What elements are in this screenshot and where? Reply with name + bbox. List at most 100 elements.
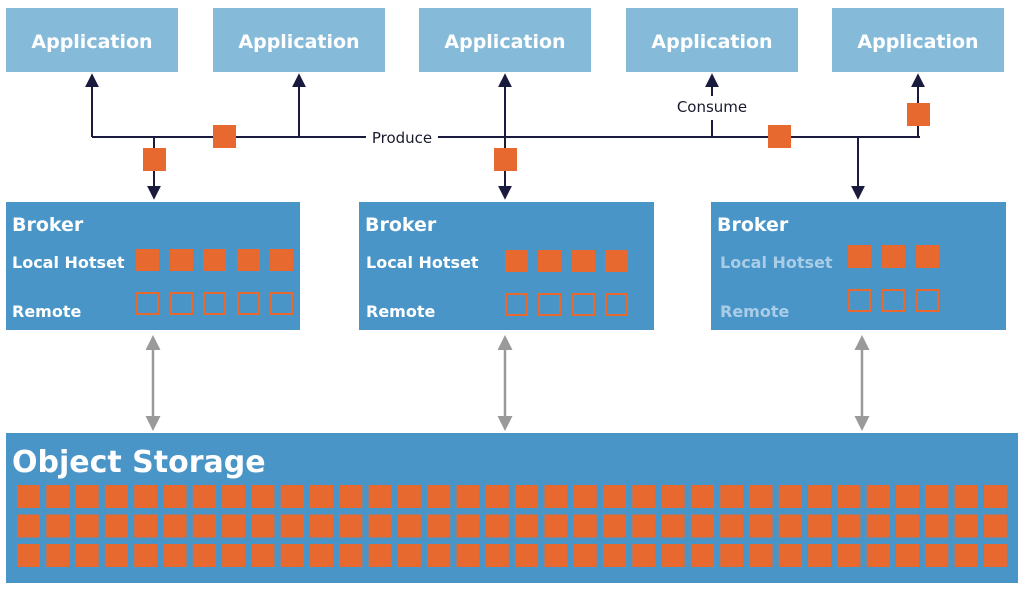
storage-segment <box>46 514 70 538</box>
segment-marker <box>768 125 791 148</box>
storage-segment <box>661 485 685 508</box>
hotset-segments <box>505 250 628 272</box>
storage-segment <box>368 485 392 508</box>
remote-label: Remote <box>366 302 435 321</box>
storage-segment <box>104 485 128 508</box>
storage-segment <box>808 544 832 567</box>
storage-segment <box>749 544 773 567</box>
broker-2: Broker Local Hotset Remote <box>359 202 654 330</box>
segment-marker <box>143 148 166 171</box>
storage-segment <box>603 485 626 508</box>
storage-segment <box>104 544 128 567</box>
storage-segment <box>485 514 509 538</box>
storage-segment <box>75 485 99 508</box>
storage-segment <box>163 544 187 567</box>
storage-segment <box>954 485 978 508</box>
storage-segment <box>339 514 363 538</box>
application-box-1: Application <box>6 8 178 72</box>
remote-segments <box>136 292 293 315</box>
storage-segment <box>75 514 99 538</box>
hotset-segment <box>572 250 595 272</box>
object-storage-title: Object Storage <box>12 445 266 480</box>
storage-segment <box>339 544 363 567</box>
broker-title: Broker <box>717 214 789 236</box>
storage-segment <box>720 514 744 538</box>
storage-segment <box>192 544 216 567</box>
storage-segment <box>515 544 539 567</box>
local-hotset-label: Local Hotset <box>720 253 833 272</box>
storage-segment <box>251 485 275 508</box>
storage-segment <box>17 544 40 567</box>
storage-segment <box>544 514 568 538</box>
storage-segment <box>46 485 70 508</box>
hotset-segment <box>505 250 528 272</box>
storage-segment <box>896 544 919 567</box>
local-hotset-label: Local Hotset <box>366 253 479 272</box>
storage-segment <box>310 514 333 538</box>
hotset-segment <box>170 249 193 271</box>
storage-segment <box>456 514 480 538</box>
storage-segment <box>134 514 158 538</box>
hotset-segment <box>916 245 939 268</box>
storage-segment <box>808 514 832 538</box>
remote-segment <box>572 293 595 316</box>
storage-segment <box>837 485 861 508</box>
hotset-segments <box>848 245 939 268</box>
application-label: Application <box>444 31 565 53</box>
storage-segment <box>339 485 363 508</box>
storage-segment <box>456 544 480 567</box>
storage-segment <box>720 544 744 567</box>
remote-segment <box>505 293 528 316</box>
storage-segment <box>632 544 656 567</box>
storage-segment <box>368 544 392 567</box>
storage-segment <box>690 485 714 508</box>
storage-segment <box>192 514 216 538</box>
storage-segment <box>192 485 216 508</box>
storage-segment <box>427 544 451 567</box>
application-label: Application <box>651 31 772 53</box>
storage-segment <box>661 514 685 538</box>
broker-1: Broker Local Hotset Remote <box>6 202 300 330</box>
storage-segment <box>778 544 802 567</box>
storage-segment <box>983 485 1007 508</box>
hotset-segment <box>882 245 905 268</box>
storage-segment <box>310 485 333 508</box>
storage-segment <box>896 514 919 538</box>
storage-segment <box>866 544 890 567</box>
hotset-segment <box>203 249 226 271</box>
remote-segments <box>848 289 939 312</box>
storage-segment <box>485 544 509 567</box>
storage-segment <box>837 514 861 538</box>
remote-segment <box>270 292 293 315</box>
storage-segment <box>749 514 773 538</box>
storage-segment <box>603 544 626 567</box>
hotset-segment <box>270 249 293 271</box>
storage-segment <box>573 514 597 538</box>
storage-segment <box>222 485 246 508</box>
storage-segment <box>456 485 480 508</box>
storage-links <box>145 335 870 431</box>
storage-segment <box>280 544 304 567</box>
hotset-segment <box>538 250 561 272</box>
storage-segment <box>896 485 919 508</box>
broker-title: Broker <box>365 214 437 236</box>
broker-3: Broker Local Hotset Remote <box>711 202 1006 330</box>
storage-segment <box>17 514 40 538</box>
remote-segment <box>237 292 260 315</box>
storage-segment <box>104 514 128 538</box>
storage-segment <box>749 485 773 508</box>
storage-segment <box>222 514 246 538</box>
storage-segment <box>573 544 597 567</box>
storage-segment <box>46 544 70 567</box>
storage-segment <box>603 514 626 538</box>
storage-segment <box>251 544 275 567</box>
remote-segment <box>605 293 628 316</box>
hotset-segments <box>136 249 293 271</box>
storage-segment <box>808 485 832 508</box>
broker-title: Broker <box>12 214 84 236</box>
in-flight-segments <box>143 103 930 171</box>
storage-segment <box>632 485 656 508</box>
application-box-2: Application <box>213 8 385 72</box>
application-label: Application <box>238 31 359 53</box>
